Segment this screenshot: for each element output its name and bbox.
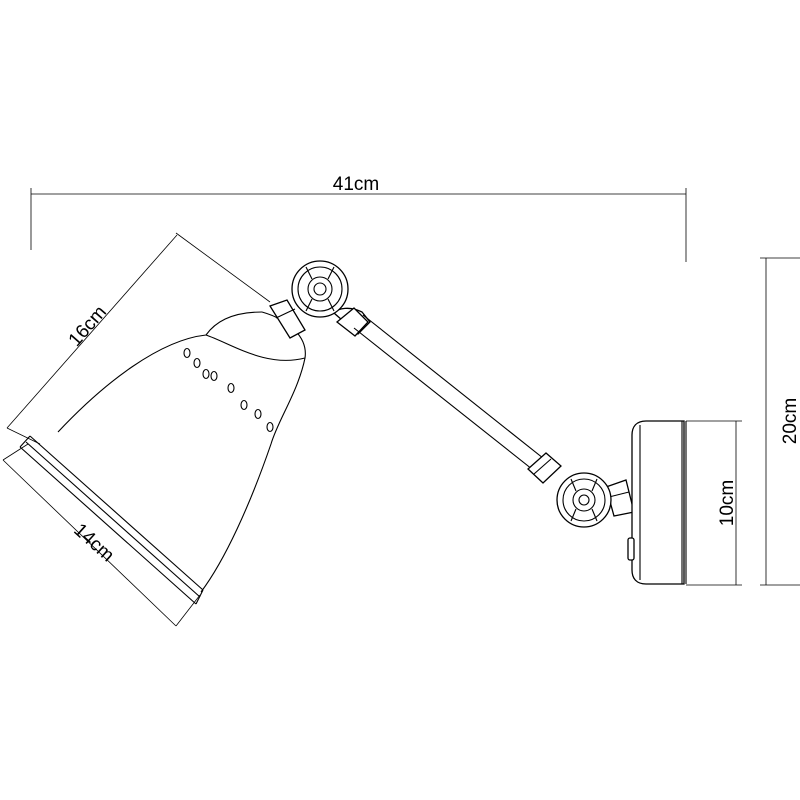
wall-base — [627, 420, 687, 585]
lamp-arm — [353, 314, 562, 484]
base-height-label: 10cm — [717, 480, 738, 526]
lamp-shade — [19, 311, 306, 605]
upper-joint — [269, 260, 371, 339]
height-label: 20cm — [780, 398, 800, 444]
dimension-shade-diameter: 14cm — [2, 443, 201, 627]
width-label: 41cm — [333, 174, 379, 195]
vent-holes — [183, 347, 274, 433]
dimension-base: 10cm — [686, 420, 742, 586]
dimension-height: 20cm — [760, 257, 800, 586]
shade-length-label: 16cm — [65, 302, 111, 351]
power-switch — [627, 537, 635, 561]
dimension-width: 41cm — [30, 174, 687, 262]
dimension-shade-length: 16cm — [6, 232, 271, 445]
shade-diameter-label: 14cm — [69, 520, 118, 567]
lower-joint — [556, 472, 635, 528]
